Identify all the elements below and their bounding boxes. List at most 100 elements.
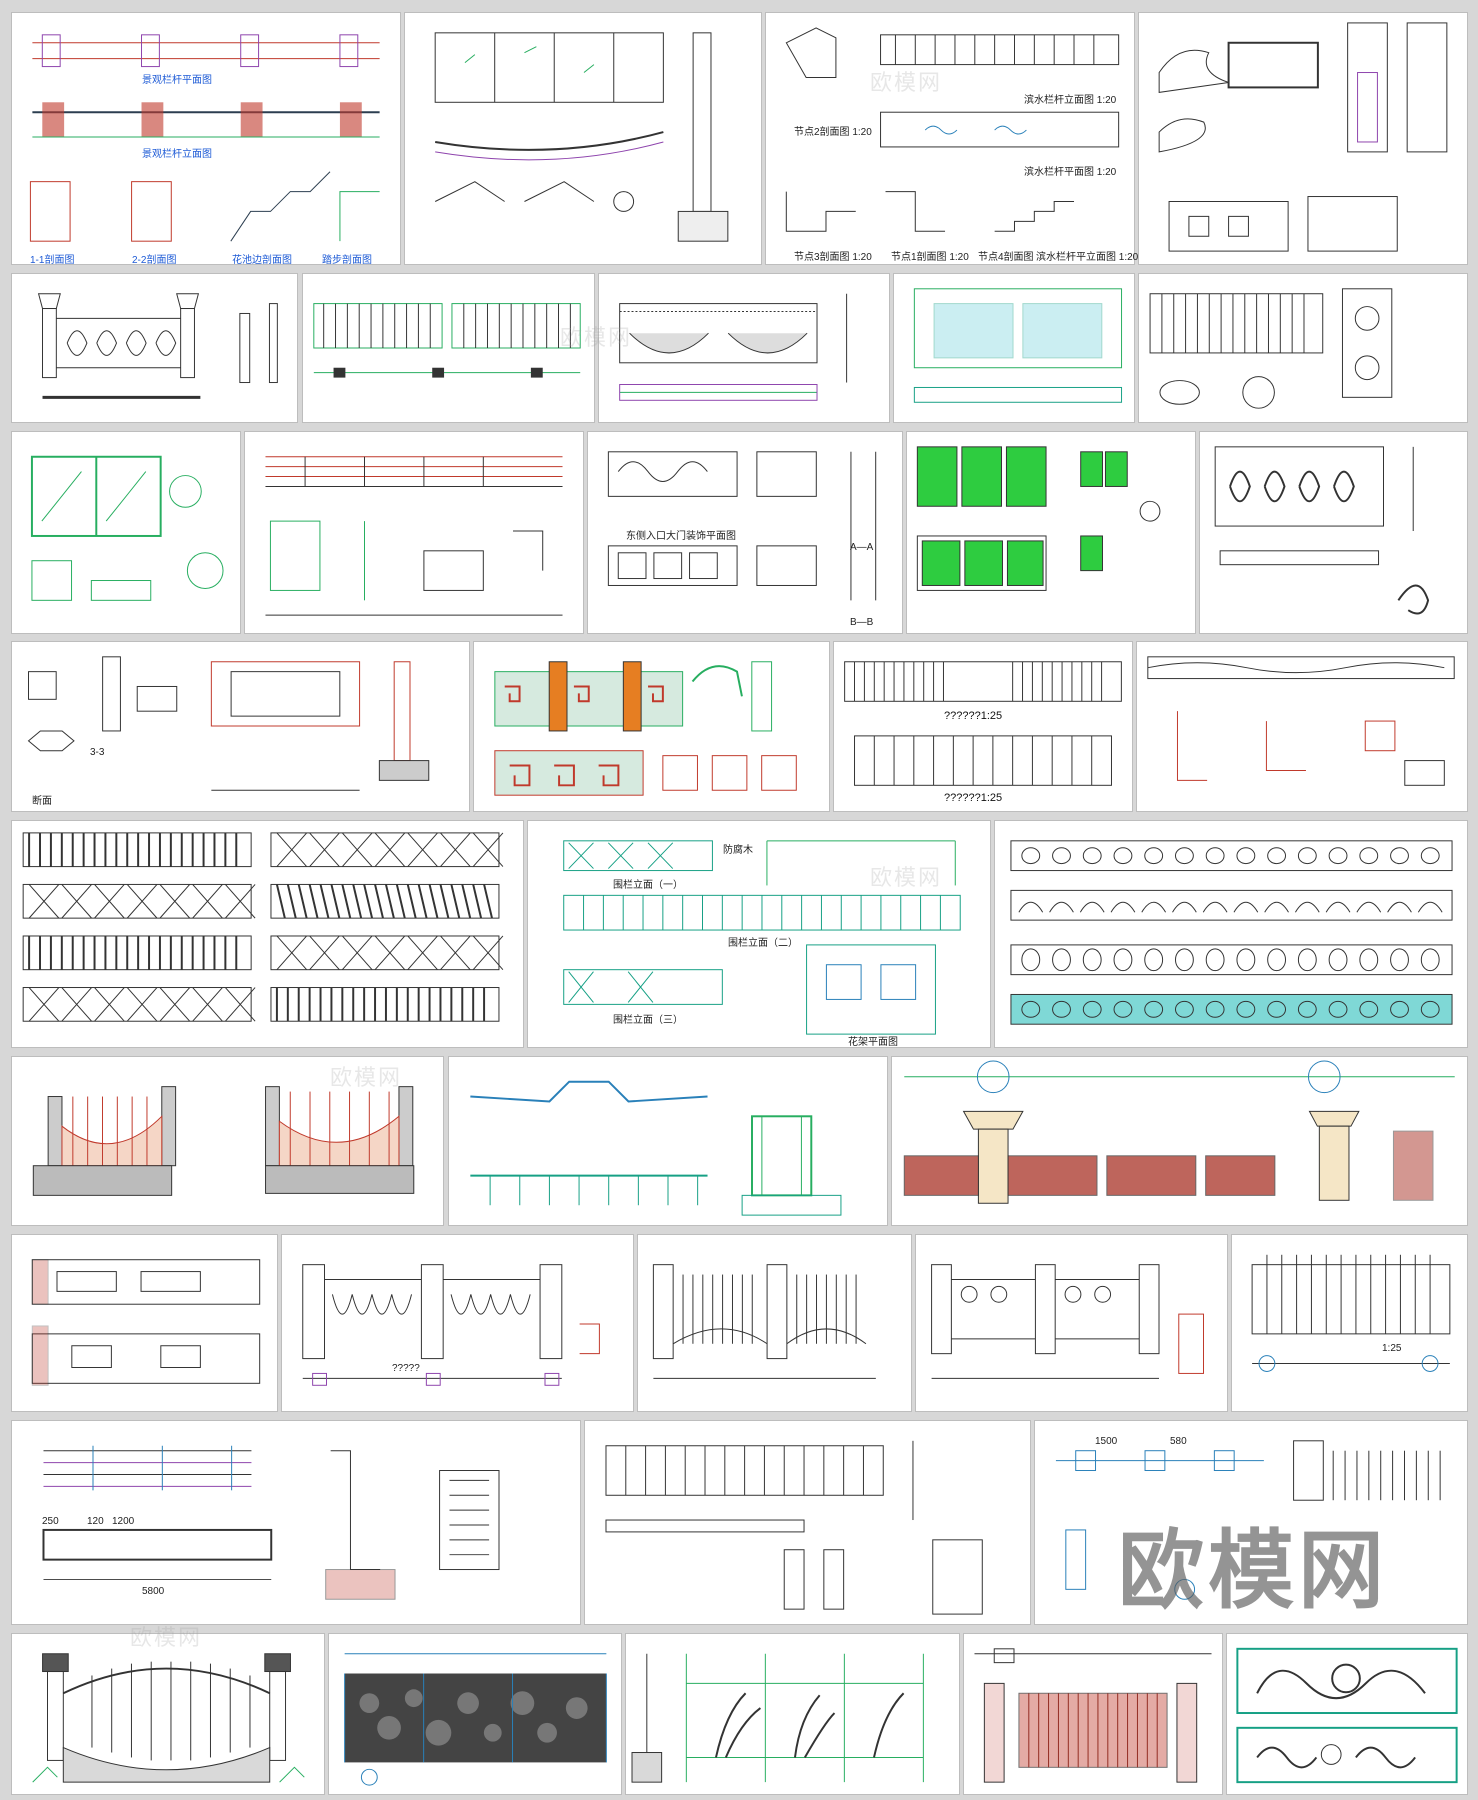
tile-chinese-fret-railing[interactable] — [473, 641, 830, 812]
enclosure-elevation-3: 围栏立面（三） — [613, 1015, 683, 1026]
green-panel-drawing — [916, 446, 1161, 591]
tile-handrail-plan-dims[interactable]: 5800 1200 120 250 — [11, 1420, 581, 1625]
tile-green-glass-panel[interactable] — [11, 431, 241, 634]
glass-railing-drawing — [434, 32, 729, 242]
cross-section-label: 断面 — [32, 796, 52, 807]
tile-scroll-iron-elevation-3[interactable] — [915, 1234, 1228, 1412]
metal-fence-scale-1: ??????1:25 — [944, 710, 1003, 722]
stone-baluster-drawing — [27, 656, 430, 791]
node1-title: 节点1剖面图 1:20 — [891, 252, 969, 263]
tile-landscape-railing-plan[interactable]: 景观栏杆平面图 景观栏杆立面图 1-1剖面图 2-2剖面图 花池边剖面图 踏步剖… — [11, 12, 401, 266]
section-2-title: 2-2剖面图 — [132, 255, 177, 266]
tile-fence-node-details[interactable] — [1136, 641, 1468, 812]
pergola-plan-label: 花架平面图 — [848, 1037, 898, 1048]
watermark-4: 欧模网 — [330, 1066, 403, 1091]
node2-title: 节点2剖面图 1:20 — [794, 127, 872, 138]
step-section-title: 踏步剖面图 — [322, 255, 372, 266]
dim-total-length: 5800 — [142, 1586, 165, 1597]
tile-east-gate-ornament[interactable]: 东侧入口大门装饰平面图 A—A B—B — [587, 431, 903, 634]
wood-material-label: 防腐木 — [723, 845, 753, 856]
arched-wall-drawing — [619, 293, 848, 401]
scroll-iron-elev-1-drawing — [302, 1264, 600, 1386]
tile-scroll-iron-railing[interactable] — [1199, 431, 1468, 634]
waterfront-plan-elev-title: 滨水栏杆平立面图 1:20 — [1036, 252, 1139, 263]
tile-stone-baluster-sections[interactable]: 3-3 断面 — [11, 641, 470, 812]
tile-glass-railing[interactable] — [404, 12, 762, 265]
picket-fence-drawing — [313, 303, 581, 378]
stem-pattern-drawing — [631, 1653, 924, 1783]
waterfront-elevation-title: 滨水栏杆立面图 1:20 — [1024, 95, 1117, 106]
scroll-iron-1-caption: ????? — [392, 1363, 420, 1374]
tile-ring-baluster-railings[interactable] — [994, 820, 1468, 1048]
watermark-3: 欧模网 — [870, 866, 943, 891]
lamp-post-railing-drawing — [37, 293, 278, 399]
tile-wood-slat-gate[interactable] — [963, 1633, 1223, 1795]
site-logo: 欧模网 — [1118, 1521, 1388, 1621]
arched-iron-gate-drawing — [32, 1653, 305, 1783]
gate-dim-b: 580 — [1170, 1436, 1187, 1447]
enclosure-elevation-1: 围栏立面（一） — [613, 880, 683, 891]
tile-wave-fence-pillars[interactable] — [11, 1056, 444, 1226]
tile-red-lattice-pillars[interactable] — [891, 1056, 1468, 1226]
tile-lamp-post-railing[interactable] — [11, 273, 298, 423]
tile-bent-railing-plan[interactable] — [448, 1056, 888, 1226]
tile-wood-enclosure-elevations[interactable]: 围栏立面（一） 围栏立面（二） 围栏立面（三） 花架平面图 防腐木 — [527, 820, 991, 1048]
section-33-label: 3-3 — [90, 747, 105, 758]
planter-section-title: 花池边剖面图 — [232, 255, 292, 266]
bent-railing-drawing — [470, 1080, 842, 1216]
tile-cyan-panel-railing[interactable] — [893, 273, 1135, 423]
watermark-1: 欧模网 — [870, 71, 943, 96]
waterfront-plan-title: 滨水栏杆平面图 1:20 — [1024, 167, 1117, 178]
dim-post: 120 — [87, 1516, 104, 1527]
tile-picket-fence-node[interactable]: 1:25 — [1231, 1234, 1468, 1412]
node3-title: 节点3剖面图 1:20 — [794, 252, 872, 263]
gate-pillar-drawing — [1055, 1440, 1441, 1600]
tile-waterfront-railing[interactable]: 节点2剖面图 1:20 滨水栏杆立面图 1:20 滨水栏杆平面图 1:20 节点… — [765, 12, 1139, 265]
waterfront-railing-drawing — [785, 27, 1120, 232]
tile-metal-fence-elevations[interactable]: ??????1:25 ??????1:25 — [833, 641, 1133, 812]
enclosure-elevation-2: 围栏立面（二） — [728, 938, 798, 949]
tile-picket-fence-green[interactable] — [302, 273, 595, 423]
stone-rail-small-drawing — [31, 1259, 261, 1386]
section-1-title: 1-1剖面图 — [30, 255, 75, 266]
wood-slat-gate-drawing — [974, 1648, 1212, 1783]
wood-enclosure-drawing — [563, 840, 961, 1035]
tile-arched-iron-gate[interactable] — [11, 1633, 325, 1795]
chinese-fret-drawing — [494, 661, 797, 796]
gate-dim-a: 1500 — [1095, 1436, 1118, 1447]
tile-stone-railing-ornament[interactable] — [1138, 12, 1468, 265]
tile-stone-rail-small[interactable] — [11, 1234, 278, 1412]
tile-gate-pillar-sheet[interactable]: 1500 580 — [1034, 1420, 1468, 1625]
tile-arched-wall-railing[interactable] — [598, 273, 890, 423]
wave-fence-drawing — [32, 1086, 415, 1196]
stone-ornament-drawing — [1158, 22, 1448, 252]
tile-stem-pattern-fence[interactable] — [625, 1633, 960, 1795]
tile-green-panel-fence[interactable] — [906, 431, 1196, 634]
section-bb-label: B—B — [850, 617, 874, 628]
dim-segment: 1200 — [112, 1516, 135, 1527]
tile-dark-foliage-fence[interactable] — [328, 1633, 622, 1795]
railing-elevation-title: 景观栏杆立面图 — [142, 149, 212, 160]
iron-fence-drawing — [1149, 288, 1393, 409]
tile-wood-fence-patterns[interactable] — [11, 820, 524, 1048]
railing-plan-title: 景观栏杆平面图 — [142, 75, 212, 86]
tile-railing-component-sheet[interactable] — [584, 1420, 1031, 1625]
wood-fence-patterns-drawing — [22, 832, 504, 1022]
tile-handrail-sections[interactable] — [244, 431, 584, 634]
scroll-iron-elev-3-drawing — [931, 1264, 1204, 1379]
tile-scroll-iron-elevation-2[interactable] — [637, 1234, 912, 1412]
ornate-cyan-iron-drawing — [1236, 1647, 1458, 1784]
watermark-2: 欧模网 — [560, 326, 633, 351]
east-gate-drawing — [607, 451, 877, 601]
section-aa-label: A—A — [850, 542, 874, 553]
dark-foliage-drawing — [344, 1653, 607, 1786]
fence-node-drawing — [1147, 656, 1455, 786]
component-sheet-drawing — [605, 1440, 983, 1615]
metal-fence-scale-2: ??????1:25 — [944, 792, 1003, 804]
tile-iron-fence-detail[interactable] — [1138, 273, 1468, 423]
scroll-iron-elev-2-drawing — [652, 1264, 876, 1379]
tile-scroll-iron-elevation-1[interactable]: ????? — [281, 1234, 634, 1412]
handrail-dims-drawing — [42, 1445, 500, 1600]
tile-ornate-cyan-iron[interactable] — [1226, 1633, 1468, 1795]
